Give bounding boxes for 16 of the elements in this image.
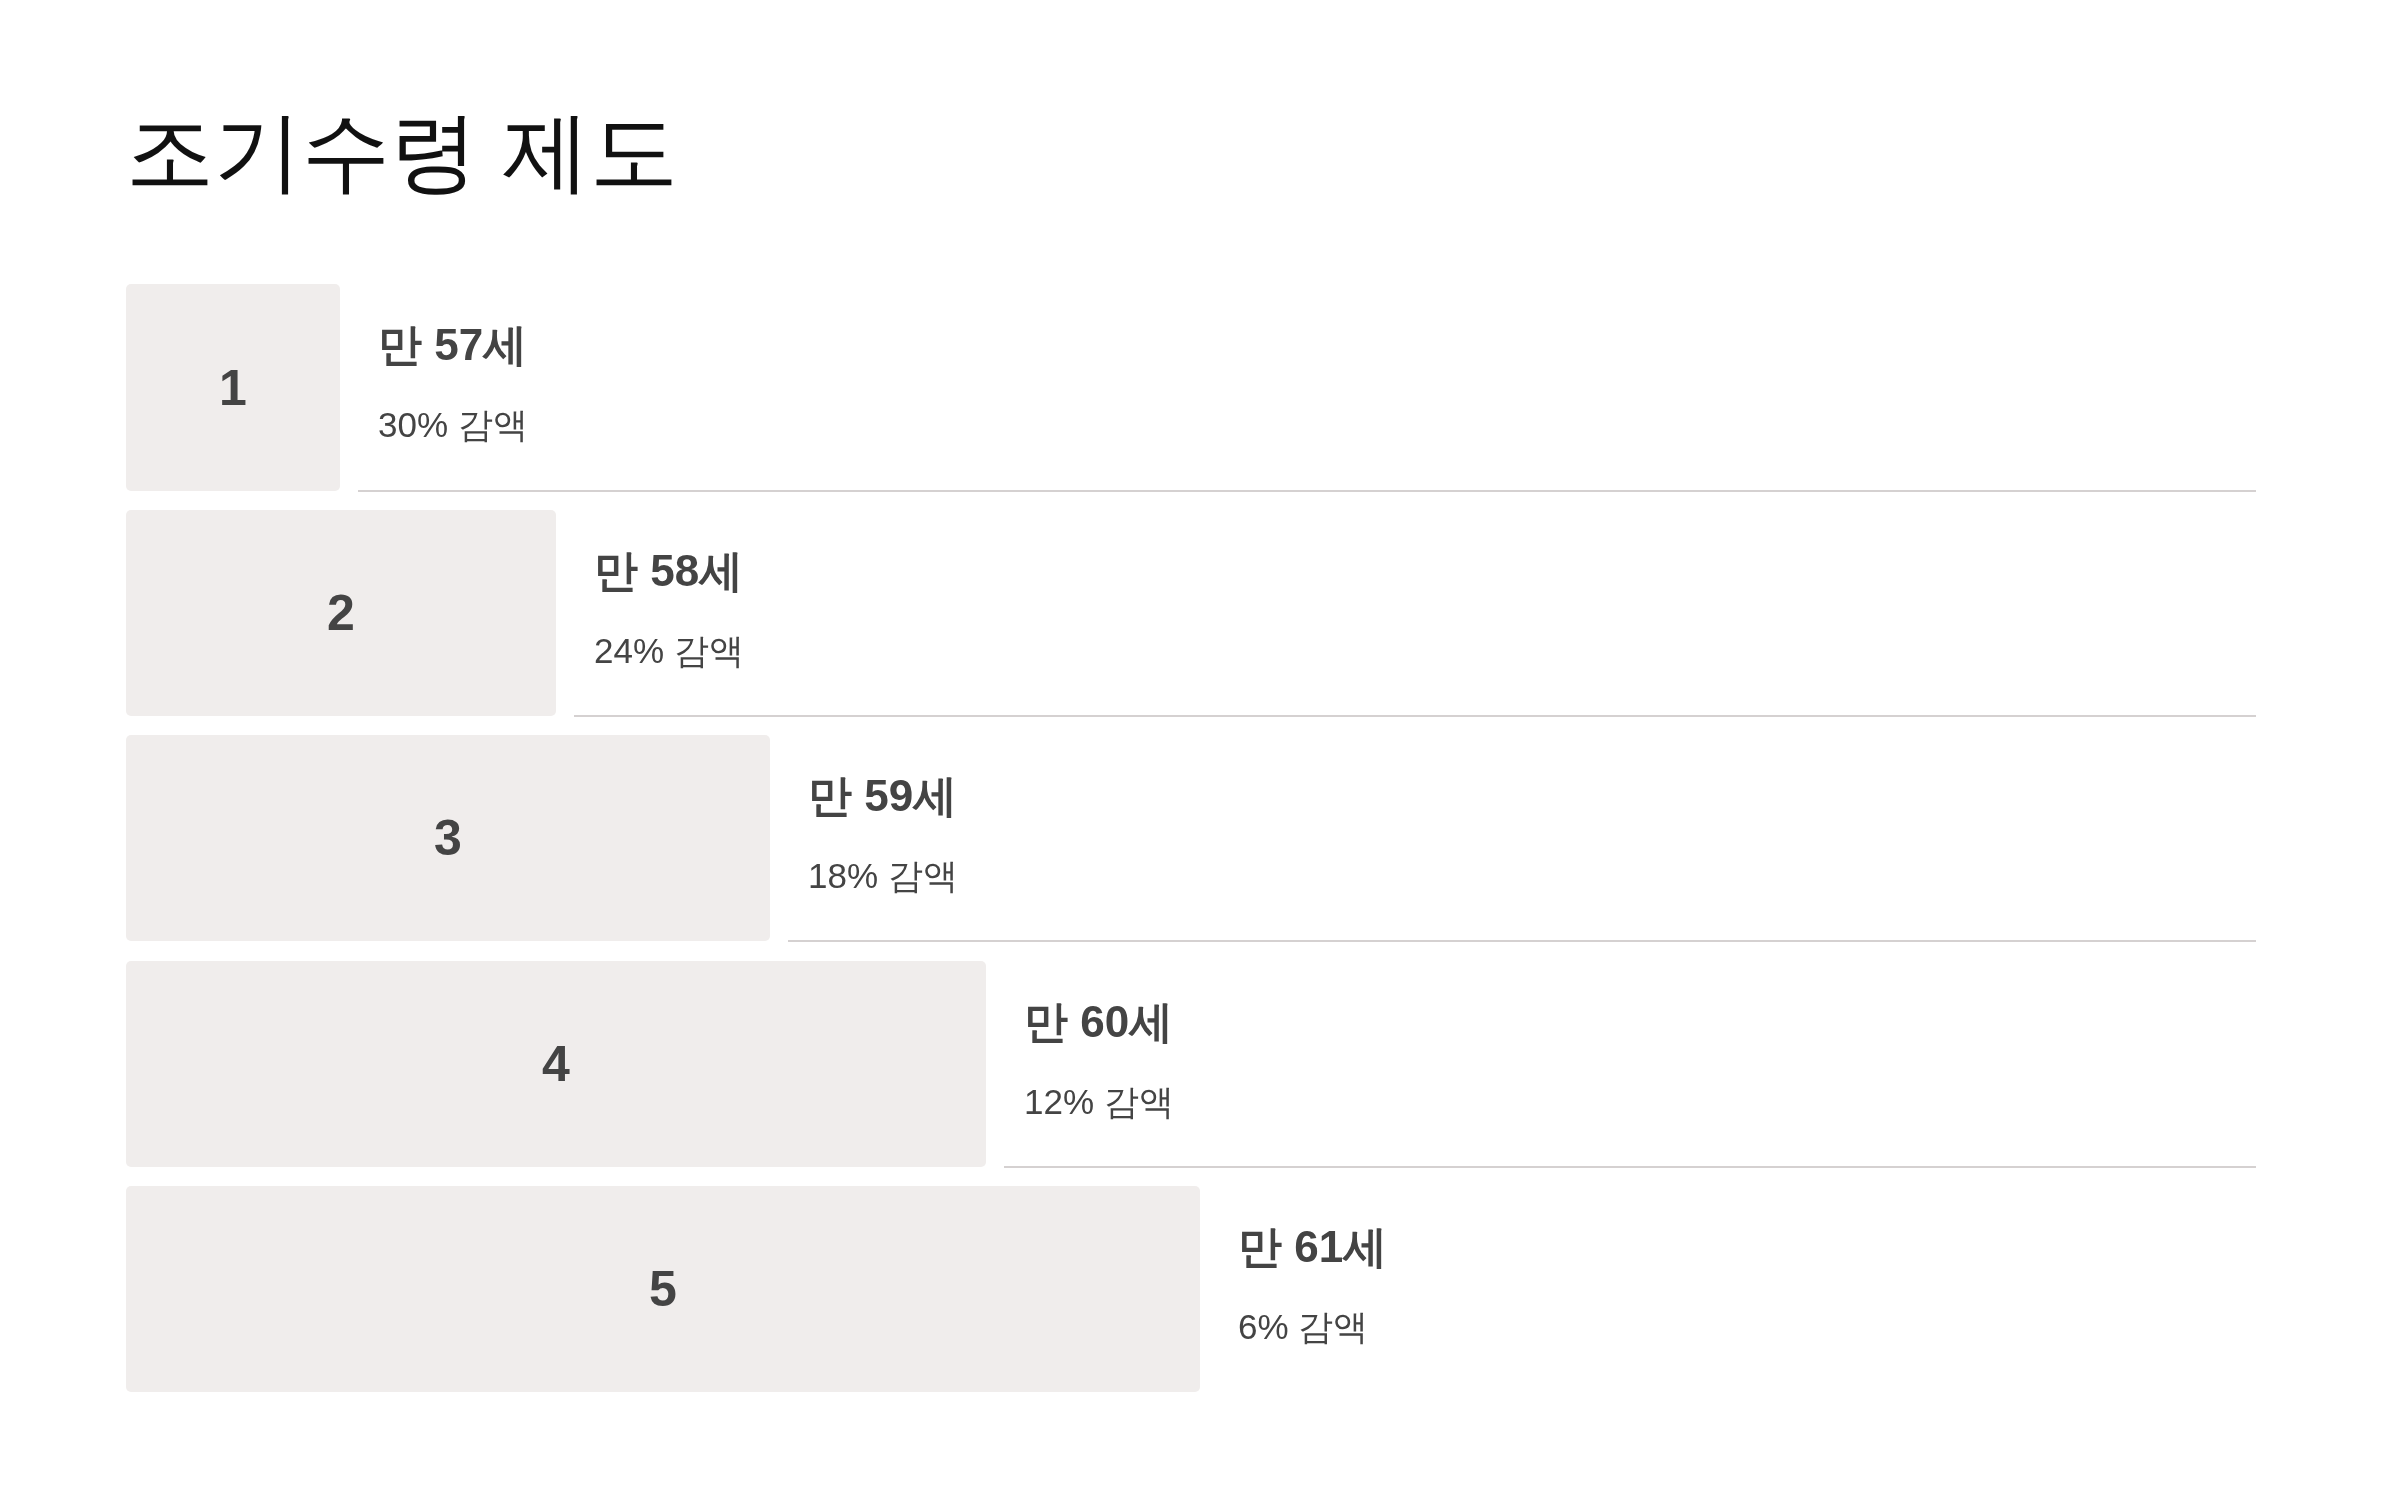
step-box: 2: [126, 510, 556, 716]
item-heading: 만 58세: [594, 545, 744, 597]
step-box: 3: [126, 735, 770, 941]
title: 조기수령 제도: [126, 101, 679, 203]
item-heading: 만 60세: [1024, 996, 1174, 1048]
item-detail: 18% 감액: [808, 855, 958, 897]
item-heading: 만 61세: [1238, 1221, 1388, 1273]
item-detail: 6% 감액: [1238, 1306, 1369, 1348]
step-box: 4: [126, 961, 986, 1167]
step-box: 1: [126, 284, 340, 491]
item-heading: 만 59세: [808, 770, 958, 822]
item-detail: 12% 감액: [1024, 1081, 1174, 1123]
item-heading: 만 57세: [378, 319, 528, 371]
item-detail: 30% 감액: [378, 404, 528, 446]
step-box: 5: [126, 1186, 1200, 1392]
item-detail: 24% 감액: [594, 630, 744, 672]
